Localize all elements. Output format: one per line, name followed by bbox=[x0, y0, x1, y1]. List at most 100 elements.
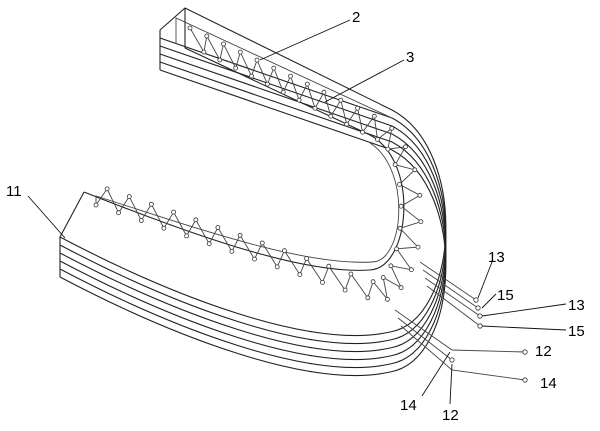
winding-node bbox=[237, 49, 243, 55]
winding-node bbox=[264, 81, 270, 87]
winding-node bbox=[296, 97, 302, 103]
winding-node bbox=[408, 267, 414, 273]
terminal-node bbox=[522, 377, 528, 383]
winding-node bbox=[187, 25, 193, 31]
winding-node bbox=[259, 240, 265, 246]
reference-numerals: 2 3 11 13 15 13 15 12 14 14 12 bbox=[6, 9, 585, 424]
winding-node bbox=[304, 81, 310, 87]
winding-node bbox=[237, 232, 243, 238]
winding-node bbox=[148, 201, 154, 207]
zigzag-winding bbox=[93, 25, 424, 302]
winding-node bbox=[229, 248, 235, 254]
winding-node bbox=[274, 264, 280, 270]
leader-15a bbox=[481, 293, 497, 309]
winding-node bbox=[215, 225, 221, 230]
terminal-node bbox=[522, 349, 528, 355]
winding-node bbox=[403, 144, 408, 150]
winding-node bbox=[370, 279, 376, 285]
winding-node bbox=[328, 113, 334, 119]
winding-node bbox=[217, 57, 223, 63]
winding-node bbox=[233, 65, 239, 71]
winding-node bbox=[221, 41, 226, 47]
lead-3 bbox=[424, 277, 481, 317]
lead-7 bbox=[400, 325, 526, 381]
label-2: 2 bbox=[352, 9, 360, 26]
winding-node bbox=[371, 113, 377, 119]
winding-node bbox=[201, 49, 207, 55]
label-3: 3 bbox=[406, 49, 414, 66]
leader-13a bbox=[477, 261, 493, 299]
winding-node bbox=[138, 218, 144, 223]
terminal-leads bbox=[394, 261, 528, 383]
leader-13b bbox=[481, 303, 567, 317]
terminal-node bbox=[473, 297, 479, 303]
winding-node bbox=[397, 225, 403, 231]
label-11: 11 bbox=[6, 183, 22, 200]
winding-node bbox=[254, 57, 260, 63]
winding-node bbox=[281, 248, 287, 254]
winding-node bbox=[365, 295, 371, 301]
winding-node bbox=[184, 233, 190, 239]
winding-node bbox=[384, 296, 390, 302]
winding-node bbox=[397, 181, 402, 187]
winding-node bbox=[338, 97, 344, 103]
winding-node bbox=[380, 275, 386, 280]
layer-6 bbox=[59, 69, 447, 376]
winding-node bbox=[206, 241, 212, 247]
winding-node bbox=[161, 225, 167, 231]
leader-12b bbox=[449, 363, 453, 405]
leader-lines bbox=[27, 19, 567, 405]
winding-node bbox=[252, 256, 257, 262]
label-12-lower: 12 bbox=[442, 407, 459, 424]
lead-2 bbox=[422, 269, 479, 309]
lead-5 bbox=[394, 309, 526, 353]
winding-node bbox=[193, 217, 199, 223]
lead-6 bbox=[397, 317, 453, 361]
terminal-node bbox=[477, 313, 483, 319]
winding-node bbox=[104, 186, 110, 192]
winding-node bbox=[321, 89, 327, 95]
terminal-node bbox=[449, 357, 455, 363]
winding-node bbox=[355, 105, 361, 111]
winding-node bbox=[326, 263, 332, 269]
label-13-upper: 13 bbox=[488, 249, 505, 266]
winding-node bbox=[360, 129, 366, 135]
winding-path bbox=[95, 27, 422, 300]
winding-node bbox=[288, 73, 293, 79]
leader-3 bbox=[324, 59, 405, 103]
winding-node bbox=[304, 256, 310, 261]
winding-node bbox=[398, 203, 404, 209]
winding-node bbox=[271, 65, 277, 71]
winding-node bbox=[398, 285, 404, 291]
winding-node bbox=[394, 246, 400, 252]
winding-node bbox=[418, 219, 424, 225]
label-13-lower: 13 bbox=[568, 297, 585, 314]
winding-node bbox=[417, 192, 423, 198]
winding-node bbox=[116, 210, 121, 216]
leader-2 bbox=[259, 19, 351, 61]
inner-lip bbox=[95, 17, 400, 263]
winding-node bbox=[280, 89, 286, 95]
layer-5 bbox=[59, 61, 447, 368]
winding-node bbox=[93, 202, 99, 208]
layer-stack bbox=[59, 7, 447, 376]
label-14-lower: 14 bbox=[400, 397, 417, 414]
winding-node bbox=[388, 263, 394, 269]
winding-node bbox=[392, 162, 398, 168]
leader-11 bbox=[27, 195, 66, 239]
winding-node bbox=[385, 146, 391, 152]
winding-node bbox=[204, 33, 210, 39]
winding-nodes bbox=[93, 25, 424, 302]
winding-node bbox=[412, 167, 418, 173]
winding-node bbox=[375, 136, 380, 142]
inner-u-edge bbox=[83, 8, 405, 271]
winding-node bbox=[126, 194, 132, 200]
label-15-upper: 15 bbox=[497, 287, 514, 304]
leader-14a bbox=[421, 351, 451, 397]
winding-node bbox=[415, 244, 421, 250]
layer-4 bbox=[59, 53, 447, 360]
winding-node bbox=[249, 73, 254, 79]
lead-4 bbox=[426, 285, 481, 327]
winding-node bbox=[348, 271, 354, 277]
winding-node bbox=[171, 209, 177, 215]
